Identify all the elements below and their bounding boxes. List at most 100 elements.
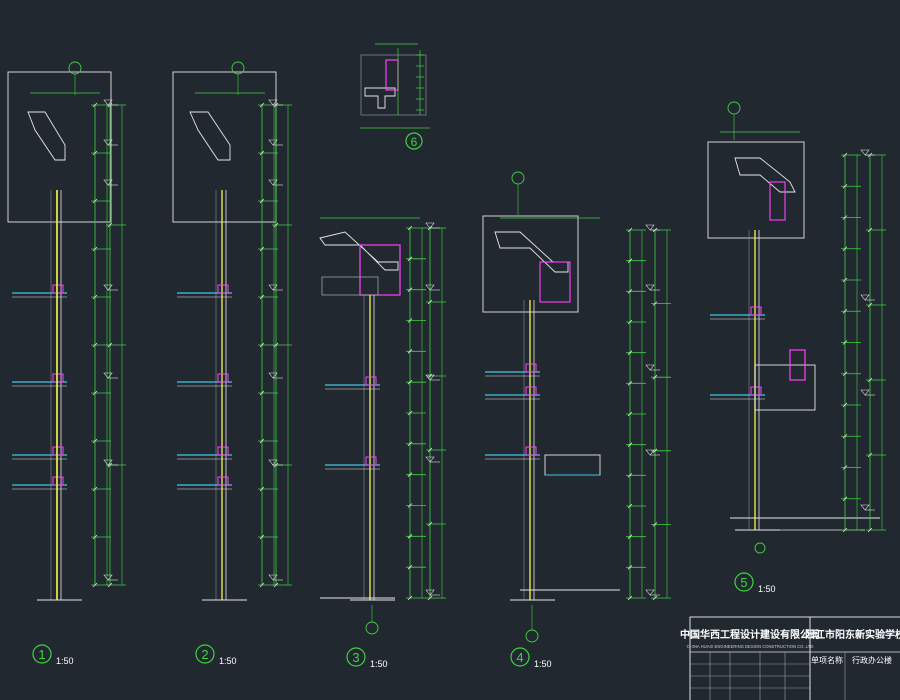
cad-line: [842, 215, 848, 220]
cad-profile: [268, 574, 278, 581]
cad-profile: [27, 111, 66, 161]
cad-line: [259, 102, 265, 108]
section-label-4: 4 1:50: [510, 647, 552, 669]
cad-box: [217, 373, 229, 383]
cad-box: [52, 476, 64, 486]
title-block-row-label: 单项名称: [811, 655, 843, 665]
axis-bubble: [511, 171, 525, 185]
cad-box: [769, 181, 786, 221]
cad-line: [652, 448, 658, 454]
cad-line: [407, 287, 413, 292]
cad-profile: [860, 389, 870, 396]
cad-box: [52, 284, 64, 294]
cad-line: [273, 342, 279, 348]
cad-line: [92, 198, 98, 204]
cad-profile: [319, 231, 399, 271]
svg-text:1: 1: [38, 647, 45, 662]
title-block-company: 中国华西工程设计建设有限公司: [680, 628, 820, 641]
title-block-company-en: CHINA HUAXI ENGINEERING DESIGN CONSTRUCT…: [687, 644, 814, 649]
cad-profile: [425, 222, 435, 229]
cad-line: [107, 582, 113, 588]
cad-line: [842, 308, 848, 314]
cad-line: [842, 340, 848, 345]
axis-bubble: [727, 101, 741, 115]
cad-line: [259, 294, 265, 300]
section-label-5: 5 1:50: [734, 572, 776, 594]
cad-line: [92, 438, 98, 444]
cad-box: [482, 215, 579, 313]
cad-line: [427, 373, 433, 379]
cad-profile: [103, 99, 113, 106]
cad-line: [842, 527, 848, 533]
svg-text:1:50: 1:50: [758, 584, 776, 594]
cad-profile: [645, 364, 655, 371]
cad-line: [407, 256, 413, 262]
cad-box: [52, 373, 64, 383]
cad-line: [867, 302, 873, 308]
cad-line: [627, 595, 633, 601]
title-block: 中国华西工程设计建设有限公司 CHINA HUAXI ENGINEERING D…: [680, 616, 900, 700]
cad-line: [407, 441, 413, 447]
cad-box: [539, 261, 571, 303]
cad-box: [52, 446, 64, 456]
svg-text:1:50: 1:50: [534, 659, 552, 669]
cad-line: [273, 582, 279, 588]
cad-profile: [645, 589, 655, 596]
cad-profile: [645, 284, 655, 291]
cad-line: [652, 595, 658, 601]
cad-line: [627, 289, 633, 294]
axis-bubble: [365, 621, 379, 635]
cad-line: [627, 473, 633, 478]
cad-line: [407, 349, 413, 354]
cad-line: [842, 433, 848, 439]
cad-line: [259, 438, 265, 444]
cad-line: [427, 447, 433, 453]
cad-box: [385, 59, 399, 91]
cad-line: [652, 522, 658, 527]
cad-line: [627, 442, 633, 447]
cad-line: [407, 595, 413, 601]
cad-profile: [860, 149, 870, 156]
cad-line: [867, 527, 873, 533]
cad-line: [273, 222, 279, 228]
cad-box: [707, 141, 805, 239]
cad-line: [627, 565, 633, 570]
cad-line: [92, 342, 98, 348]
cad-line: [427, 595, 433, 601]
cad-line: [92, 150, 98, 156]
cad-box: [360, 54, 427, 116]
axis-bubble: [754, 542, 766, 554]
cad-line: [627, 350, 633, 355]
axis-bubble: [525, 629, 539, 643]
cad-line: [92, 102, 98, 108]
cad-line: [407, 564, 413, 570]
cad-box: [321, 276, 379, 296]
cad-line: [867, 227, 873, 233]
cad-line: [842, 465, 848, 470]
cad-box: [7, 71, 112, 223]
svg-text:1:50: 1:50: [56, 656, 74, 666]
cad-profile: [860, 294, 870, 301]
cad-profile: [494, 231, 569, 273]
cad-line: [407, 410, 413, 416]
section-label-2: 2 1:50: [195, 644, 237, 666]
section-label-1: 1 1:50: [32, 644, 74, 666]
cad-line: [627, 381, 633, 386]
cad-line: [652, 301, 658, 306]
cad-line: [842, 277, 848, 283]
cad-line: [627, 503, 633, 509]
title-block-project: 阳江市阳东新实验学校: [805, 628, 900, 641]
cad-profile: [425, 284, 435, 291]
cad-line: [259, 150, 265, 156]
cad-box: [525, 386, 537, 396]
title-block-building: 行政办公楼: [852, 655, 892, 665]
svg-text:2: 2: [201, 647, 208, 662]
cad-line: [842, 371, 848, 377]
cad-line: [842, 402, 848, 408]
cad-profile: [860, 504, 870, 511]
cad-box: [544, 454, 601, 476]
cad-profile: [103, 372, 113, 379]
cad-profile: [103, 179, 113, 186]
cad-box: [525, 363, 537, 373]
